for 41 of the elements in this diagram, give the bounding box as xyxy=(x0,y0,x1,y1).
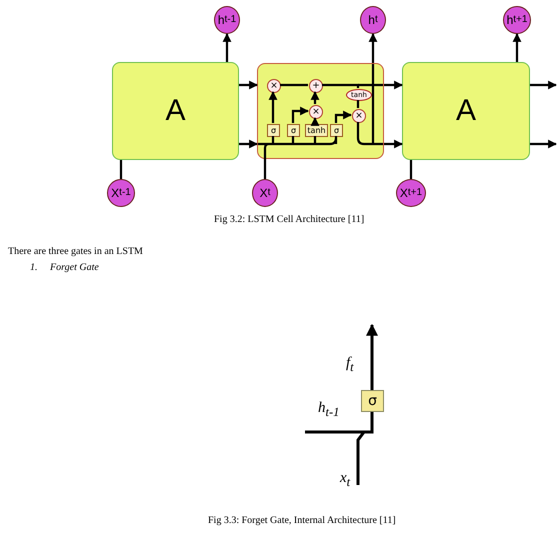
operation-circle: + xyxy=(309,79,323,93)
operation-circle: × xyxy=(352,109,366,123)
gate-box: tanh xyxy=(305,124,328,137)
gate-box: σ xyxy=(287,124,300,137)
edge-label: h$_{t-1}$ xyxy=(318,400,340,420)
arrow xyxy=(310,117,320,126)
connector-line xyxy=(322,84,360,88)
arrow xyxy=(384,140,403,148)
arrow xyxy=(268,91,278,123)
connector-line xyxy=(280,84,308,86)
connector-line xyxy=(356,100,360,108)
sigmoid-box: σ xyxy=(361,390,384,412)
arrow xyxy=(512,33,522,62)
arrow xyxy=(239,80,258,90)
connector-line xyxy=(264,159,266,179)
arrow xyxy=(334,110,352,123)
gate-box: σ xyxy=(330,124,343,137)
arrow xyxy=(310,91,320,104)
arrow xyxy=(222,33,232,62)
arrow xyxy=(366,324,378,390)
cell-box: A xyxy=(402,62,530,160)
edge-label: f$_{t}$ xyxy=(346,355,354,375)
connector-line xyxy=(120,160,122,179)
operation-circle: × xyxy=(309,105,323,119)
connector-line xyxy=(356,412,374,485)
arrow xyxy=(292,106,309,123)
figure-caption: Fig 3.2: LSTM Cell Architecture [11] xyxy=(214,214,364,225)
connector-line xyxy=(410,160,412,179)
arrow xyxy=(368,33,378,63)
arrow xyxy=(530,80,557,90)
operation-circle: × xyxy=(267,79,281,93)
edge-label: x$_{t}$ xyxy=(340,470,350,490)
body-text: There are three gates in an LSTM xyxy=(8,246,143,257)
list-number: 1. xyxy=(30,262,38,273)
arrow xyxy=(530,140,557,148)
list-item: Forget Gate xyxy=(50,262,99,273)
gate-box: σ xyxy=(267,124,280,137)
arrow xyxy=(384,80,403,90)
arrow xyxy=(239,140,258,148)
figure-caption: Fig 3.3: Forget Gate, Internal Architecture [11] xyxy=(208,515,396,526)
cell-box: A xyxy=(112,62,239,160)
